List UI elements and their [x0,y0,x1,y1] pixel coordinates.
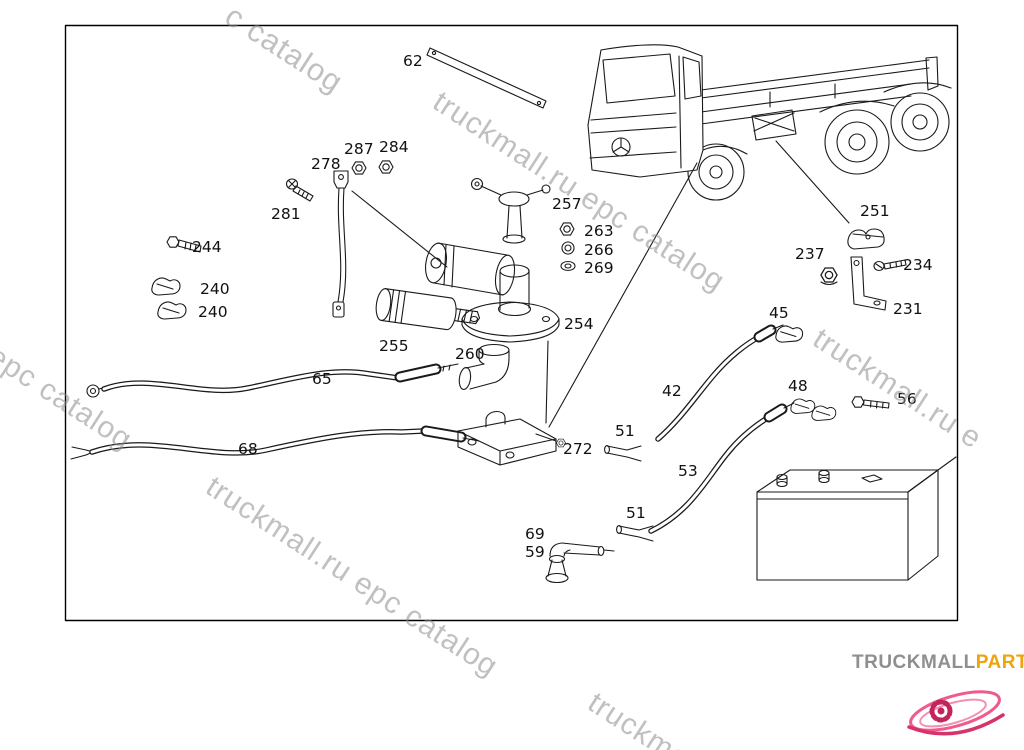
part-272-bracket [457,411,566,466]
part-278-strap [332,170,448,318]
cable-42 [655,324,784,442]
part-45-clamp [775,325,804,343]
part-251-clamp [847,228,885,250]
part-260-elbow [458,343,510,390]
part-240-clip-lower [157,301,187,320]
part-244-bolt [166,236,202,253]
part-62-strip [426,47,547,109]
part-69-59-elbow [545,542,615,584]
part-284-nut [378,160,394,174]
part-48-clamp-left [790,398,816,414]
part-56-bolt [851,396,890,409]
part-263-nut [559,222,575,236]
part-257-lever [470,177,551,244]
battery [756,456,957,581]
cable-53 [648,402,795,534]
part-269-washer [560,260,576,272]
cable-65 [86,363,459,398]
logo-wheel-icon [907,690,1005,736]
part-234-screw [873,259,907,272]
part-255-cylinder [375,288,481,331]
cable-68 [70,425,480,460]
part-240-clip-upper [151,277,181,296]
part-51-terminal-lower [616,524,654,542]
part-237-nut [820,267,838,286]
part-266-washer [561,241,575,255]
part-51-terminal-upper [604,444,642,462]
logo-text: TRUCKMALLPARTS [852,652,1024,674]
part-48-clamp-right [811,405,837,421]
truck-illustration [587,44,952,201]
part-231-bracket [850,256,887,311]
logo-text-truckmall: TRUCKMALL [852,652,976,673]
part-254-switch [425,242,560,343]
logo-text-parts: PARTS [975,652,1024,673]
part-281-screw [285,178,314,202]
leader-lines [545,140,850,428]
part-287-nut [351,161,367,175]
diagram-border [64,24,959,622]
brand-logo: TRUCKMALLPARTS [852,652,1024,750]
